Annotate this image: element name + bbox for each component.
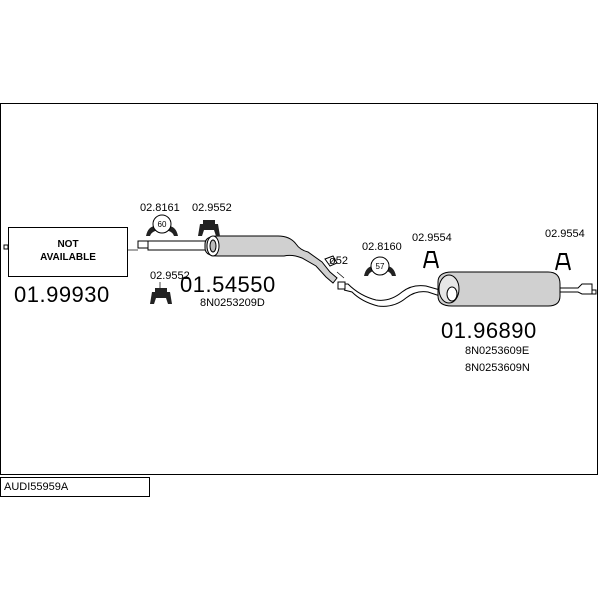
diagram-frame xyxy=(0,103,598,475)
leader-lines xyxy=(128,249,345,288)
mount-code-m5: 02.9554 xyxy=(412,232,452,244)
mount-ring-57-icon: 57 xyxy=(364,256,396,276)
mount-bracket-lower-icon xyxy=(150,288,172,304)
mount-code-m3: 02.9552 xyxy=(150,270,190,282)
pipe-diameter-label: ø52 xyxy=(329,255,348,267)
not-available-box: NOT AVAILABLE xyxy=(8,227,128,277)
mount-bracket-upper-icon xyxy=(198,220,220,236)
rear-silencer-number: 01.96890 xyxy=(441,318,537,343)
front-part-number: 01.99930 xyxy=(14,282,110,307)
mount-code-m4: 02.8160 xyxy=(362,241,402,253)
middle-silencer-number: 01.54550 xyxy=(180,272,276,297)
middle-silencer-shape xyxy=(204,235,338,284)
mount-hanger-right-icon xyxy=(555,253,571,271)
not-available-line1: NOT xyxy=(57,239,79,250)
mount-code-m6: 02.9554 xyxy=(545,228,585,240)
middle-silencer-oem: 8N0253209D xyxy=(200,297,265,309)
mount-code-m2: 02.9552 xyxy=(192,202,232,214)
not-available-line2: AVAILABLE xyxy=(40,252,96,263)
footer-label: AUDI55959A xyxy=(4,481,69,493)
middle-pipe xyxy=(137,240,211,251)
mount-ring-57-size: 57 xyxy=(376,262,385,271)
frame-marker-right xyxy=(591,289,597,295)
mount-ring-60-icon: 60 xyxy=(146,214,178,236)
rear-silencer-oem-2: 8N0253609N xyxy=(465,362,530,374)
connecting-pipe xyxy=(337,281,441,307)
rear-silencer-oem-1: 8N0253609E xyxy=(465,345,530,357)
mount-hanger-middle-icon xyxy=(423,251,439,269)
footer-label-box: AUDI55959A xyxy=(0,477,150,497)
rear-silencer-shape xyxy=(437,271,593,307)
mount-ring-60-size: 60 xyxy=(158,220,167,229)
mount-code-m1: 02.8161 xyxy=(140,202,180,214)
